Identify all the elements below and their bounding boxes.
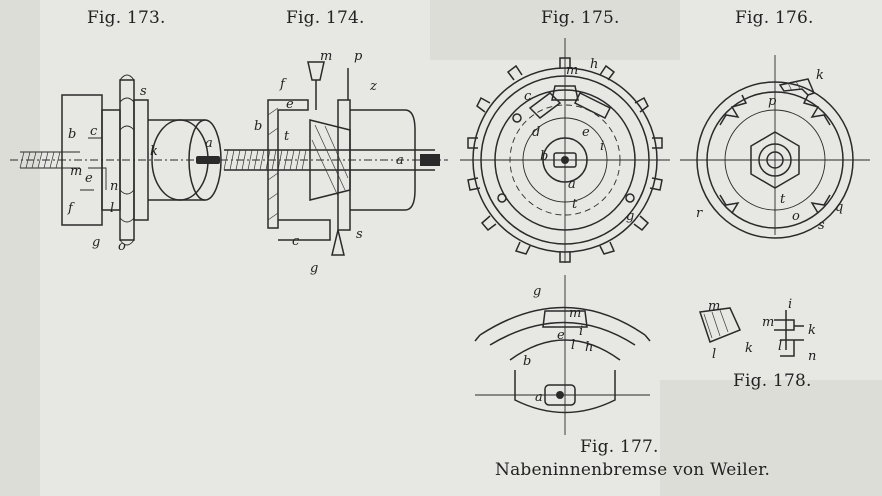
label-k: k: [816, 68, 824, 83]
label-g: g: [92, 235, 100, 250]
fig175-caption: Fig. 175.: [541, 8, 620, 28]
pawl-m: [551, 85, 579, 101]
bleed-through-top: [430, 0, 680, 60]
label-t: t: [572, 197, 578, 212]
label-i: i: [579, 324, 583, 339]
pawl-lever: [80, 137, 107, 191]
label-p: p: [354, 49, 363, 64]
pawl-segment: [542, 310, 588, 328]
axle-thread: [223, 149, 307, 171]
sprocket-ring: [467, 57, 663, 263]
label-a: a: [396, 153, 404, 168]
label-g: g: [310, 261, 318, 276]
label-s: s: [356, 227, 363, 242]
label-l: l: [110, 201, 114, 216]
brake-shoe: [278, 219, 331, 241]
pawl-detail: [699, 307, 742, 343]
fig177-caption: Fig. 177.: [580, 437, 659, 457]
bearing-cone: [133, 99, 149, 221]
label-e: e: [286, 97, 294, 112]
hub-boss: [542, 137, 588, 183]
brake-shoe-left: [528, 92, 562, 119]
label-o: o: [118, 239, 126, 254]
brake-band: [509, 339, 621, 361]
label-m: m: [708, 299, 720, 314]
brake-shoe-right: [573, 91, 612, 120]
label-l2: l: [778, 339, 782, 354]
outer-ring: [696, 81, 854, 239]
label-i: i: [788, 297, 792, 312]
label-f: f: [279, 77, 287, 92]
label-b: b: [540, 149, 548, 164]
brake-drum: [494, 89, 636, 231]
label-l: l: [712, 347, 716, 362]
bleed-through-left: [0, 0, 40, 496]
label-d: d: [532, 125, 540, 140]
label-s: s: [140, 84, 147, 99]
adjust-screw: [307, 61, 325, 110]
label-t: t: [780, 192, 786, 207]
label-h: h: [585, 340, 593, 355]
bleed-through-right: [660, 380, 882, 496]
fig174-drawing: m p f e b t z a c s g: [220, 49, 448, 276]
label-k: k: [150, 144, 158, 159]
label-s: s: [818, 218, 825, 233]
label-p: p: [768, 94, 777, 109]
label-e: e: [557, 328, 565, 343]
sprocket: [337, 99, 351, 231]
label-i: i: [600, 139, 604, 154]
fig176-caption: Fig. 176.: [735, 8, 814, 28]
label-c: c: [292, 234, 300, 249]
label-n: n: [110, 179, 118, 194]
label-n: n: [808, 349, 816, 364]
label-a: a: [205, 136, 213, 151]
label-r: r: [696, 206, 703, 221]
label-b: b: [523, 354, 531, 369]
label-g: g: [626, 209, 634, 224]
axle-thread: [10, 151, 220, 169]
fig176-drawing: k p r t o q s: [680, 55, 870, 239]
fig173-drawing: a b c s k m e n f l g o: [10, 74, 222, 254]
pawl-k: [778, 78, 816, 96]
label-e: e: [85, 171, 93, 186]
label-c: c: [524, 89, 532, 104]
outer-arc: [479, 306, 646, 336]
lever-detail: [774, 310, 804, 357]
label-m2: m: [762, 315, 774, 330]
label-b: b: [68, 127, 76, 142]
fig178-drawing: m m i k l k l n: [699, 297, 816, 364]
label-h: h: [590, 57, 598, 72]
label-m: m: [569, 306, 581, 321]
label-c: c: [90, 124, 98, 139]
label-z: z: [369, 79, 377, 94]
fig177-drawing: g m e i b l h a: [474, 275, 651, 435]
ratchet-teeth: [719, 94, 831, 214]
label-m: m: [70, 164, 82, 179]
label-b: b: [254, 119, 262, 134]
label-o: o: [792, 209, 800, 224]
inner-arc: [489, 321, 636, 346]
label-g: g: [533, 284, 541, 299]
fig173-caption: Fig. 173.: [87, 8, 166, 28]
label-k2: k: [745, 341, 753, 356]
fig177-title: Nabeninnenbremse von Weiler.: [495, 460, 771, 480]
brake-drum-section: [267, 99, 309, 229]
hub-barrel: [350, 109, 416, 211]
label-m: m: [320, 49, 332, 64]
label-e: e: [582, 125, 590, 140]
label-a: a: [568, 177, 576, 192]
label-f: f: [67, 201, 75, 216]
label-a: a: [535, 390, 543, 405]
axle-nut: [750, 131, 800, 189]
fig178-caption: Fig. 178.: [733, 371, 812, 391]
label-q: q: [835, 200, 843, 215]
hub-section: [514, 370, 616, 414]
label-k: k: [808, 323, 816, 338]
fig174-caption: Fig. 174.: [286, 8, 365, 28]
label-m: m: [566, 63, 578, 78]
label-t: t: [284, 129, 290, 144]
label-l: l: [571, 338, 575, 353]
fig175-drawing: m h c d e i b a t g: [460, 38, 670, 263]
